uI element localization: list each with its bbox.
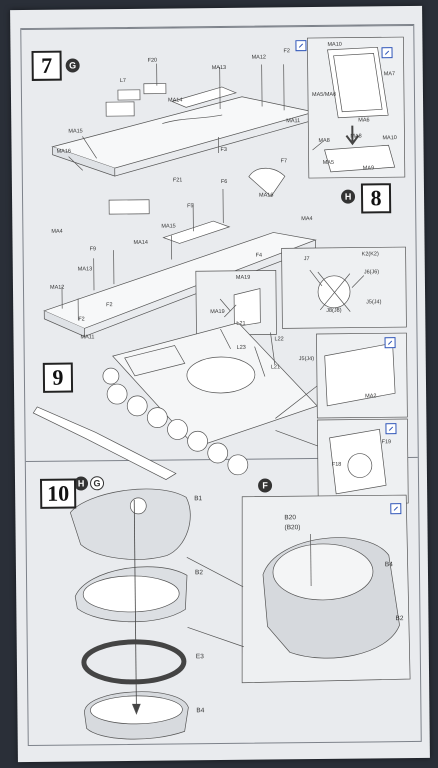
part-label: B20: [284, 514, 297, 522]
part-label: L7: [119, 77, 126, 85]
part-label: MA10: [382, 135, 397, 142]
part-label: MA2: [365, 393, 377, 400]
part-label: MA12: [251, 54, 266, 61]
part-label: MA7: [383, 71, 396, 78]
parts-sprue-H-badge: H: [340, 189, 356, 204]
part-label: J5(J4): [298, 356, 315, 363]
part-label: MA16: [56, 148, 71, 155]
part-label: B4: [384, 561, 393, 569]
part-label: (B20): [284, 524, 301, 532]
part-label: F5: [187, 203, 194, 210]
part-label: B4: [196, 707, 205, 715]
part-label: MA16: [258, 192, 274, 199]
part-label: F19: [381, 439, 392, 446]
part-label: MA10: [327, 41, 342, 48]
part-label: MA15: [161, 223, 176, 230]
part-label: MA13: [77, 266, 93, 273]
parts-sprue-F-badge: F: [257, 478, 273, 493]
step-10-number: 10: [39, 478, 77, 509]
part-label: F2: [106, 302, 113, 309]
glue-icon: [390, 503, 402, 515]
part-label: F7: [280, 158, 288, 165]
part-label: F6: [220, 178, 228, 185]
part-label: F21: [172, 177, 183, 184]
part-label: MA11: [80, 334, 95, 341]
part-label: MA12: [49, 284, 65, 291]
part-label: J8(J8): [326, 307, 342, 314]
part-label: L21: [270, 364, 281, 371]
glue-icon: [385, 423, 397, 435]
instruction-frame: 7 G 8 H 9 H G F 10 F20 L7 MA14 MA13 MA12…: [20, 23, 422, 747]
part-label: MA11: [286, 118, 301, 125]
glue-icon: [295, 40, 307, 52]
part-label: B2: [194, 569, 203, 577]
part-label: F3: [220, 146, 228, 153]
part-label: MA4: [301, 216, 313, 223]
part-label: MA6: [358, 117, 370, 124]
part-label: MA14: [167, 97, 183, 104]
glue-icon: [381, 47, 393, 59]
part-label: K2(K2): [361, 251, 379, 258]
parts-sprue-G-badge: G: [65, 58, 80, 73]
step-9-number: 9: [42, 362, 74, 393]
part-label: L22: [274, 336, 284, 343]
part-label: MA19: [235, 274, 251, 281]
part-label: F9: [89, 246, 97, 253]
part-label: F2: [283, 48, 290, 55]
part-label: J5(J4): [366, 299, 382, 306]
part-label: E3: [195, 653, 204, 661]
parts-sprue-G-badge-step9: G: [89, 476, 105, 491]
step-7-number: 7: [31, 50, 62, 81]
part-label: MA5/MA6: [311, 91, 337, 99]
part-label: J7: [303, 256, 310, 263]
part-label: MA15: [68, 128, 83, 135]
step-8-number: 8: [360, 183, 392, 214]
instruction-sheet: 7 G 8 H 9 H G F 10 F20 L7 MA14 MA13 MA12…: [10, 5, 430, 763]
part-label: MA5: [322, 159, 335, 166]
part-label: MA8: [350, 133, 362, 140]
drawing-layer: [32, 36, 411, 740]
part-label: L21: [236, 320, 246, 327]
part-label: B1: [194, 495, 203, 503]
glue-icon: [384, 337, 396, 349]
part-label: MA9: [362, 165, 375, 172]
part-label: MA13: [211, 64, 227, 72]
part-label: F20: [147, 57, 158, 64]
part-label: MA19: [210, 308, 225, 316]
part-label: B2: [395, 615, 404, 623]
part-label: MA4: [51, 228, 63, 235]
part-label: MA8: [318, 137, 330, 144]
part-label: L23: [236, 344, 246, 351]
part-label: J6(J6): [363, 269, 380, 276]
part-label: F18: [331, 461, 342, 468]
part-label: F2: [78, 316, 85, 323]
part-label: F4: [255, 252, 263, 259]
part-label: MA14: [133, 239, 148, 246]
